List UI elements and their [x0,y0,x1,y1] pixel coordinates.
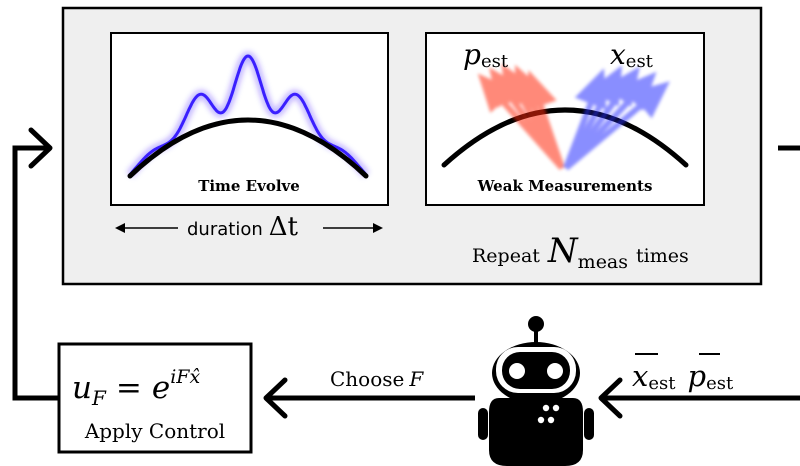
weak-measurements-panel: pest xest Weak Measurements [425,32,705,206]
feedback-connector [12,145,59,401]
p-est-label: pest [463,38,509,72]
robot-agent-icon [478,316,594,466]
control-operator: uF=eiFx̂ [72,366,200,410]
x-est-label: xest [610,38,654,72]
measurement-potential-curve [441,107,689,168]
apply-control-label: Apply Control [84,419,225,443]
feedback-arrowhead [28,127,53,169]
apply-control-box: uF=eiFx̂ Apply Control [57,342,253,454]
momentum-estimate-arrows [477,63,565,170]
time-evolve-title: Time Evolve [198,177,300,195]
time-evolve-panel: Time Evolve [110,32,389,206]
position-estimate-arrows [563,65,670,171]
choose-arrowhead [263,377,288,419]
potential-curve [127,117,369,179]
estimates-arrowhead [598,377,623,419]
weak-measurements-title: Weak Measurements [477,177,653,195]
